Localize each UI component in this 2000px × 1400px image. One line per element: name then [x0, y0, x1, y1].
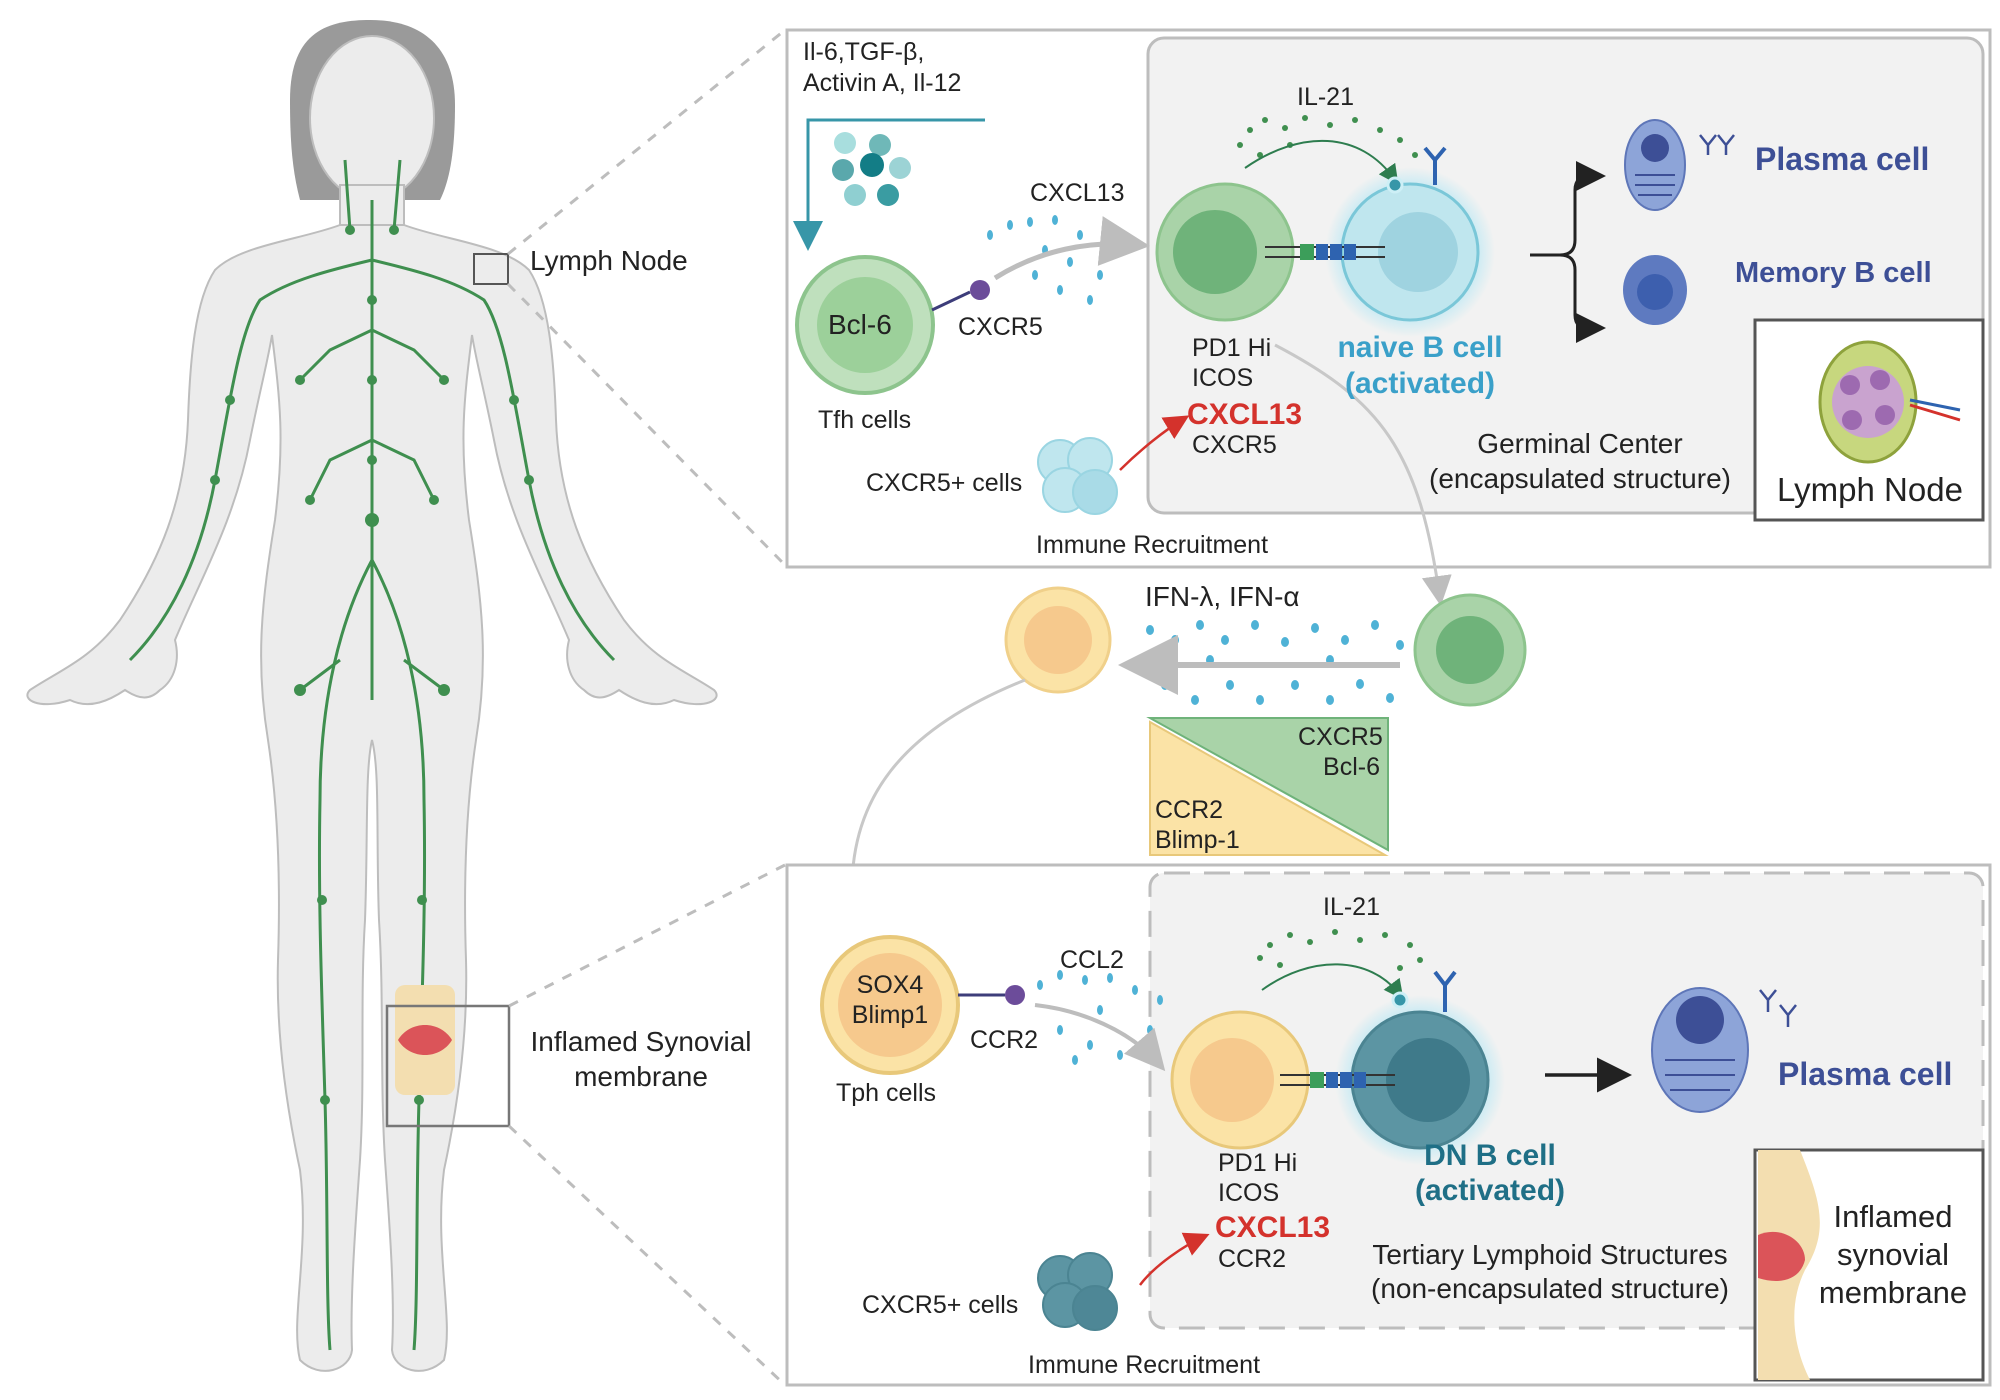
synovial-label-2: membrane	[574, 1061, 708, 1092]
lymphatic-vessels	[128, 159, 616, 1351]
green-marker-2: Bcl-6	[1323, 753, 1380, 781]
synovial-inset-icon	[1758, 1150, 1820, 1380]
synapse-bridge-bottom	[1280, 1072, 1395, 1088]
tfh-label: Tfh cells	[818, 406, 912, 434]
naive-b-label-2: (activated)	[1344, 367, 1496, 400]
gc-label-2: (encapsulated structure)	[1429, 463, 1731, 494]
recruit-label-top: Immune Recruitment	[1036, 531, 1269, 559]
gc-tfh-cell	[1155, 182, 1295, 322]
naive-b-cell	[1340, 182, 1480, 322]
lymph-node-inset-label: Lymph Node	[1777, 471, 1963, 508]
cxcr5-receptor	[970, 280, 990, 300]
marker-ccr2-bottom: CCR2	[1218, 1245, 1287, 1273]
synapse-bridge	[1265, 244, 1385, 260]
lymph-node-inset-icon	[1818, 340, 1961, 464]
egress-arrow	[1274, 343, 1452, 606]
cxcl13-label: CXCL13	[1030, 179, 1125, 207]
cytokines-line-1: Il-6,TGF-β,	[803, 38, 925, 66]
tls-label-1: Tertiary Lymphoid Structures	[1372, 1239, 1728, 1270]
cxcr5-cells-bottom	[1037, 1252, 1118, 1331]
knee-marker-box	[385, 1004, 511, 1128]
ccr2-receptor	[1005, 985, 1025, 1005]
naive-b-label-1: naive B cell	[1337, 331, 1503, 364]
yellow-marker-1: CCR2	[1155, 796, 1224, 824]
marker-icos-bottom: ICOS	[1218, 1179, 1280, 1207]
synovial-label-1: Inflamed Synovial	[530, 1026, 752, 1057]
tph-marker-2: Blimp1	[851, 1001, 929, 1029]
synovial-inset-label-3: membrane	[1818, 1275, 1968, 1310]
memory-b-cell	[1623, 255, 1687, 325]
bcr-antibody-top	[1423, 146, 1447, 185]
dn-b-cell	[1350, 1010, 1490, 1150]
marker-pd1-bottom: PD1 Hi	[1218, 1149, 1298, 1177]
il21-label-bottom: IL-21	[1323, 893, 1380, 921]
green-gradient-triangle	[1146, 717, 1389, 852]
cytokine-arrow	[793, 118, 985, 251]
tph-marker-1: SOX4	[856, 971, 924, 999]
mid-yellow-cell	[1004, 586, 1112, 694]
plasma-cell-top	[1624, 119, 1686, 211]
yellow-marker-2: Blimp-1	[1155, 826, 1240, 854]
marker-cxcl13-top: CXCL13	[1187, 398, 1303, 431]
plasma-label-bottom: Plasma cell	[1778, 1056, 1953, 1092]
ccr2-label: CCR2	[970, 1026, 1039, 1054]
dn-b-label-2: (activated)	[1414, 1174, 1566, 1207]
zoom-connectors	[506, 28, 787, 1387]
recruit-cells-top: CXCR5+ cells	[866, 469, 1023, 497]
plasma-label-top: Plasma cell	[1755, 141, 1930, 177]
cxcl13-particles	[987, 215, 1113, 305]
lymph-node-marker-box	[473, 253, 509, 285]
ccl2-label: CCL2	[1060, 946, 1124, 974]
human-figure	[26, 20, 718, 1372]
dn-b-label-1: DN B cell	[1424, 1139, 1556, 1172]
cxcr5-label: CXCR5	[958, 313, 1043, 341]
marker-cxcr5-top: CXCR5	[1192, 431, 1277, 459]
cytokine-cluster	[832, 132, 911, 206]
tls-label-2: (non-encapsulated structure)	[1371, 1273, 1729, 1304]
ifn-label: IFN-λ, IFN-α	[1145, 581, 1300, 612]
cytokines-line-2: Activin A, Il-12	[803, 69, 962, 97]
cxcr5-cells-top	[1037, 437, 1118, 515]
yellow-gradient-triangle	[1149, 720, 1389, 856]
marker-pd1-top: PD1 Hi	[1192, 334, 1272, 362]
ccl2-arrow	[1034, 1003, 1166, 1072]
il21-particles-top	[1237, 115, 1418, 158]
synovial-inset-label-2: synovial	[1837, 1237, 1949, 1272]
cxcl13-arrow	[993, 216, 1150, 281]
plasma-cell-bottom	[1651, 987, 1749, 1113]
tph-label: Tph cells	[836, 1079, 937, 1107]
tfh-marker: Bcl-6	[828, 309, 892, 340]
tph-cell	[820, 935, 960, 1075]
tls-tph-cell	[1170, 1010, 1310, 1150]
body-silhouette	[26, 224, 718, 1372]
memory-label: Memory B cell	[1735, 257, 1932, 289]
synovial-inset-label-1: Inflamed	[1833, 1199, 1953, 1234]
mid-green-cell	[1413, 593, 1527, 707]
marker-cxcl13-bottom: CXCL13	[1215, 1211, 1331, 1244]
bcr-antibody-bottom	[1433, 970, 1457, 1012]
marker-icos-top: ICOS	[1192, 364, 1254, 392]
tfh-cell	[795, 255, 935, 395]
il21-particles-bottom	[1257, 929, 1423, 971]
gc-label-1: Germinal Center	[1477, 428, 1683, 459]
lymph-nodes	[210, 225, 534, 1105]
il21-label-top: IL-21	[1297, 83, 1354, 111]
green-marker-1: CXCR5	[1298, 723, 1383, 751]
migration-arrow	[836, 678, 1026, 901]
lymph-node-label: Lymph Node	[530, 245, 688, 276]
recruit-label-bottom: Immune Recruitment	[1028, 1351, 1261, 1379]
knee-joint	[395, 985, 455, 1095]
recruit-cells-bottom: CXCR5+ cells	[862, 1291, 1019, 1319]
head	[309, 35, 435, 201]
